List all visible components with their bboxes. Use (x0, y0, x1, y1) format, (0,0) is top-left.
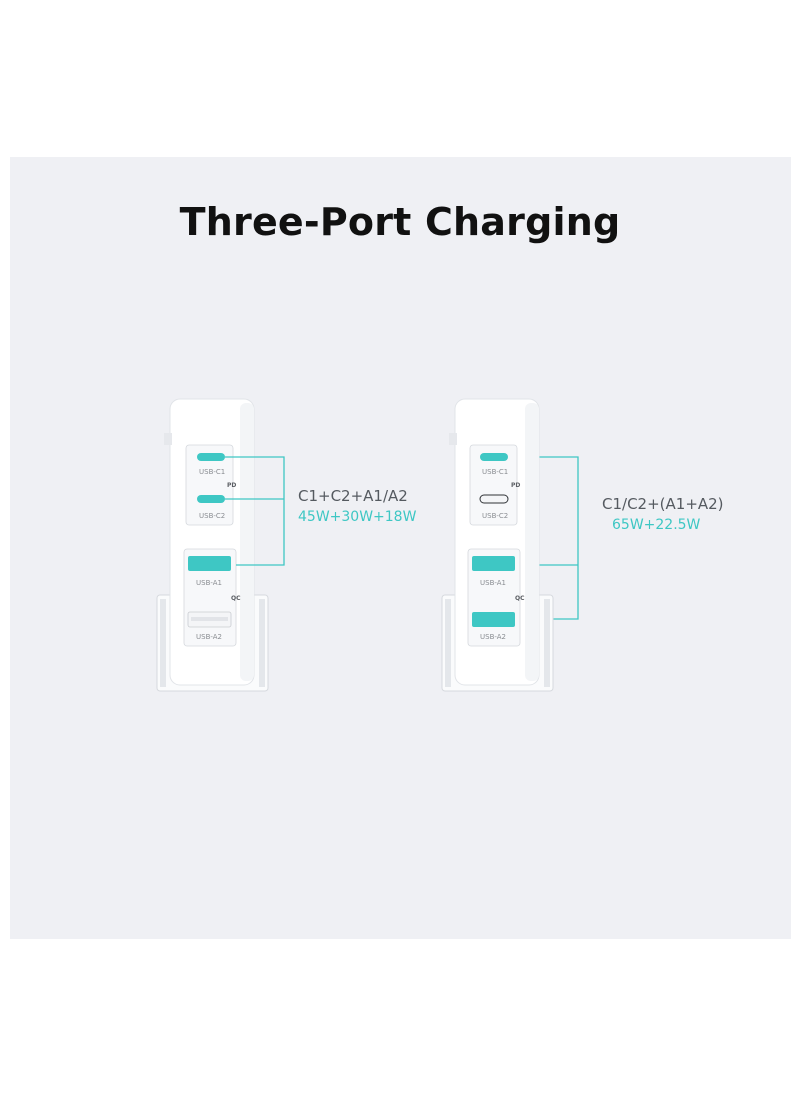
background-panel (10, 157, 791, 939)
combo-label-right: C1/C2+(A1+A2) (602, 495, 724, 513)
usb-a1-port (188, 556, 231, 571)
usb-c2-port (197, 495, 225, 503)
charger-left-body (156, 398, 269, 692)
port-label-c2: USB-C2 (482, 512, 509, 520)
port-label-c1: USB-C1 (199, 468, 226, 476)
charger-right-body (441, 398, 554, 692)
group-label-pd: PD (511, 482, 521, 489)
group-label-pd: PD (227, 482, 237, 489)
usb-c1-port (480, 453, 508, 461)
port-label-a2: USB-A2 (480, 633, 506, 641)
group-label-qc: QC (515, 595, 525, 602)
port-label-a1: USB-A1 (196, 579, 222, 587)
annotation-right: C1/C2+(A1+A2) 65W+22.5W (602, 495, 724, 533)
port-label-a2: USB-A2 (196, 633, 222, 641)
port-label-a1: USB-A1 (480, 579, 506, 587)
usb-c1-port (197, 453, 225, 461)
page-title: Three-Port Charging (179, 200, 621, 244)
watts-label-left: 45W+30W+18W (298, 509, 417, 525)
usb-a1-port (472, 556, 515, 571)
usb-c2-port (479, 494, 509, 504)
watts-label-right: 65W+22.5W (612, 517, 701, 533)
charger-left: USB-C1 USB-C2 USB-A1 USB-A2 PD QC (155, 395, 270, 695)
usb-a2-port (472, 612, 515, 627)
charger-right: USB-C1 USB-C2 USB-A1 USB-A2 PD QC (440, 395, 555, 695)
group-label-qc: QC (231, 595, 241, 602)
port-label-c1: USB-C1 (482, 468, 509, 476)
annotation-left: C1+C2+A1/A2 45W+30W+18W (298, 487, 416, 525)
port-label-c2: USB-C2 (199, 512, 226, 520)
combo-label-left: C1+C2+A1/A2 (298, 487, 408, 505)
